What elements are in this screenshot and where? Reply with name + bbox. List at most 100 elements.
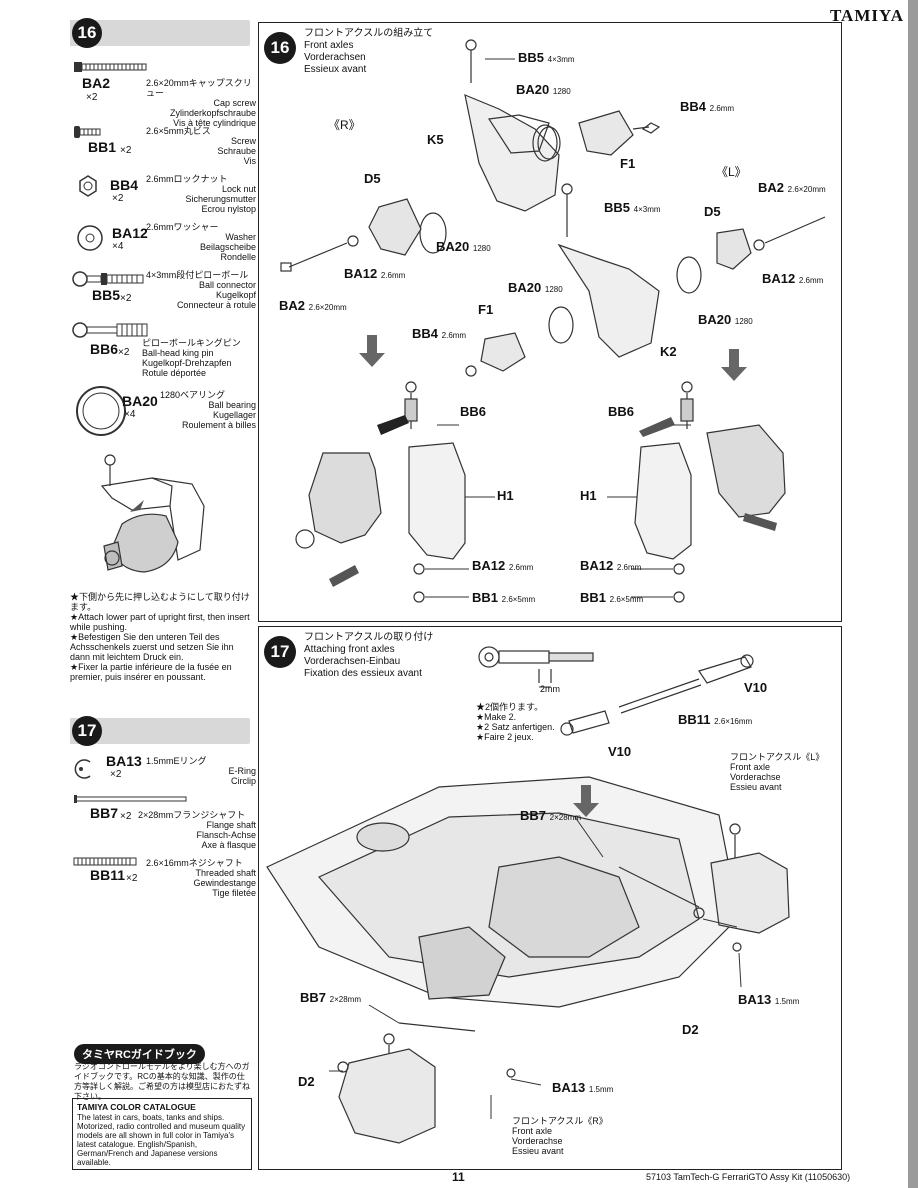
fl-en: Front axle	[730, 762, 771, 772]
label-bb1-l: BB1 2.6×5mm	[580, 590, 643, 605]
part-qty: ×4	[124, 409, 136, 420]
title-jp: フロントアクスルの取り付け	[304, 632, 434, 643]
note-fr: ★Fixer la partie inférieure de la fusée …	[70, 662, 232, 682]
part-jp: 2.6×16mmネジシャフト	[146, 858, 243, 868]
part-desc: 2.6×16mmネジシャフト Threaded shaft Gewindesta…	[146, 858, 256, 898]
fl-fr: Essieu avant	[730, 782, 782, 792]
make2-fr: ★Faire 2 jeux.	[476, 732, 534, 742]
size: 2×28mm	[329, 995, 361, 1004]
part-fr: Ecrou nylstop	[201, 204, 256, 214]
upright-insert-illustration	[100, 454, 205, 573]
part-code: BB6	[90, 341, 119, 357]
size: 1280	[734, 317, 753, 326]
label-bb6-r: BB6	[460, 404, 487, 419]
label-h1-l: H1	[580, 488, 597, 503]
threaded-shaft-icon	[73, 857, 137, 866]
label-left-side: 《L》	[716, 165, 747, 179]
part-qty: ×2	[120, 811, 132, 822]
e-ring-icon	[74, 759, 91, 779]
label-right-side: 《R》	[328, 118, 361, 132]
code: BA20	[698, 312, 732, 327]
label-ba20-top: BA20 1280	[516, 82, 571, 97]
step17-illustration	[266, 646, 790, 1144]
code: BA20	[516, 82, 550, 97]
part-desc: ピローボールキングピン Ball-head king pin Kugelkopf…	[142, 338, 252, 378]
title-fr: Fixation des essieux avant	[304, 668, 422, 679]
label-bb5-left: BB5 4×3mm	[604, 200, 661, 215]
guide-badge: タミヤRCガイドブック	[74, 1044, 205, 1064]
fl-de: Vorderachse	[730, 772, 781, 782]
step16-note: ★下側から先に押し込むようにして取り付けます。 ★Attach lower pa…	[70, 592, 250, 682]
fr-jp: フロントアクスル《R》	[512, 1116, 608, 1126]
part-desc: 2.6×5mm丸ビス Screw Schraube Vis	[146, 126, 256, 166]
part-bb1: BB1 ×2 2.6×5mm丸ビス Screw Schraube Vis	[70, 124, 256, 184]
flange-shaft-icon	[74, 795, 187, 803]
label-h1-r: H1	[497, 488, 514, 503]
code: BB4	[680, 99, 707, 114]
cap-screw-icon	[74, 62, 147, 72]
step17-number-badge: 17	[72, 716, 102, 746]
page-edge-shadow	[908, 0, 918, 1188]
label-ba2-right: BA2 2.6×20mm	[279, 298, 347, 313]
note-jp: ★下側から先に押し込むようにして取り付けます。	[70, 592, 250, 612]
fr-en: Front axle	[512, 1126, 553, 1136]
part-en: Cap screw	[213, 98, 256, 108]
part-qty: ×2	[126, 873, 138, 884]
label-v10-bottom: V10	[608, 744, 632, 759]
size: 2.6mm	[441, 331, 467, 340]
label-d5-left: D5	[704, 204, 721, 219]
step17-panel-number: 17	[264, 636, 296, 668]
part-en: Flange shaft	[206, 820, 256, 830]
ball-bearing-icon	[76, 386, 126, 436]
label-bb11: BB11 2.6×16mm	[678, 712, 752, 727]
part-en: Ball-head king pin	[142, 348, 214, 358]
code: BA2	[758, 180, 785, 195]
code: BB5	[518, 50, 545, 65]
step17-title: フロントアクスルの取り付け Attaching front axles Vord…	[304, 632, 433, 680]
label-bb4-top: BB4 2.6mm	[680, 99, 734, 114]
label-ba12-bottom-r: BA12 2.6mm	[472, 558, 533, 573]
size: 2.6×20mm	[787, 185, 826, 194]
size: 1.5mm	[774, 997, 800, 1006]
size: 2.6mm	[709, 104, 735, 113]
dim-2mm: 2mm	[540, 684, 560, 694]
step16-panel-number: 16	[264, 32, 296, 64]
part-code: BB7	[90, 805, 119, 821]
part-en: Washer	[225, 232, 256, 242]
label-k2: K2	[660, 344, 677, 359]
step17-panel	[258, 626, 842, 1170]
front-axle-l-caption: フロントアクスル《L》 Front axle Vorderachse Essie…	[730, 752, 824, 792]
screw-icon	[74, 126, 101, 138]
label-bb1-r: BB1 2.6×5mm	[472, 590, 535, 605]
part-bb5: BB5 ×2 4×3mm段付ピローボール Ball connector Kuge…	[70, 268, 256, 328]
label-bb7-top: BB7 2×28mm	[520, 808, 581, 823]
part-desc: 2.6×20mmキャップスクリュー Cap screw Zylinderkopf…	[146, 78, 256, 128]
size: 2.6×20mm	[308, 303, 347, 312]
page-number: 11	[452, 1170, 465, 1184]
code: BA13	[738, 992, 772, 1007]
part-bb11: BB11 ×2 2.6×16mmネジシャフト Threaded shaft Ge…	[70, 856, 256, 900]
part-code: BB4	[110, 177, 139, 193]
part-bb7: BB7 ×2 2×28mmフランジシャフト Flange shaft Flans…	[70, 794, 256, 850]
size: 1280	[552, 87, 571, 96]
code: BA12	[580, 558, 614, 573]
part-fr: Axe à flasque	[201, 840, 256, 850]
size: 2.6×16mm	[714, 717, 753, 726]
part-en: Threaded shaft	[195, 868, 256, 878]
part-desc: 1280ベアリング Ball bearing Kugellager Roulem…	[160, 390, 256, 430]
part-desc: 2×28mmフランジシャフト Flange shaft Flansch-Achs…	[138, 810, 256, 850]
fl-jp: フロントアクスル《L》	[730, 752, 825, 762]
part-bb4: BB4 ×2 2.6mmロックナット Lock nut Sicherungsmu…	[70, 172, 256, 232]
part-jp: 2.6×20mmキャップスクリュー	[146, 78, 252, 98]
size: 1280	[472, 244, 491, 253]
label-ba12-bottom-l: BA12 2.6mm	[580, 558, 641, 573]
step16-title: フロントアクスルの組み立て Front axles Vorderachsen E…	[304, 28, 433, 76]
part-ba2: BA2 ×2 2.6×20mmキャップスクリュー Cap screw Zylin…	[70, 60, 256, 128]
code: BB7	[300, 990, 327, 1005]
part-fr: Rondelle	[220, 252, 256, 262]
part-de: Schraube	[217, 146, 256, 156]
guide-text: ラジオコントロールモデルをより楽しむ方へのガイドブックです。RCの基本的な知識、…	[74, 1062, 250, 1101]
code: BA20	[436, 239, 470, 254]
part-code: BB11	[90, 867, 126, 883]
label-ba20-mid: BA20 1280	[436, 239, 491, 254]
